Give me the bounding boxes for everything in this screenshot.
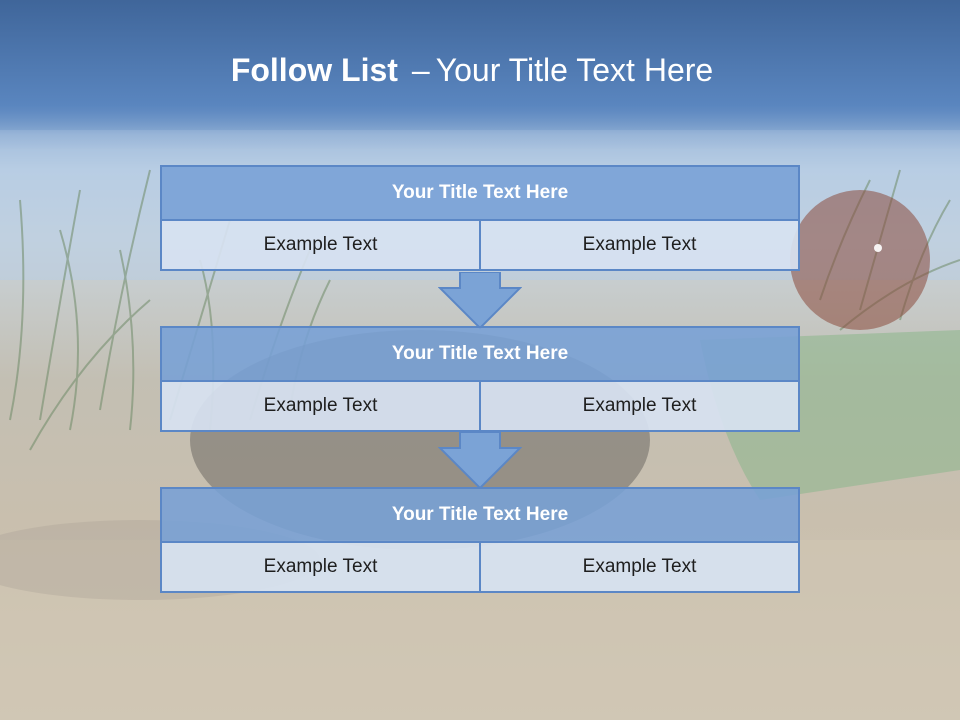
down-arrow-icon <box>438 432 522 490</box>
header-band <box>0 0 960 150</box>
block-title: Your Title Text Here <box>160 487 800 543</box>
block-row: Example Text Example Text <box>160 543 800 593</box>
block-cell-right: Example Text <box>481 382 800 432</box>
block-cell-left: Example Text <box>160 221 481 271</box>
down-arrow-icon <box>438 272 522 330</box>
list-block-1: Your Title Text Here Example Text Exampl… <box>160 165 800 271</box>
block-row: Example Text Example Text <box>160 382 800 432</box>
block-cell-left: Example Text <box>160 543 481 593</box>
block-title: Your Title Text Here <box>160 165 800 221</box>
slide-title-separator: – <box>411 52 430 88</box>
slide-title-bold: Follow List <box>230 52 398 88</box>
slide-title: Follow List–Your Title Text Here <box>0 52 944 89</box>
block-title: Your Title Text Here <box>160 326 800 382</box>
block-row: Example Text Example Text <box>160 221 800 271</box>
slide-title-rest: Your Title Text Here <box>435 52 714 88</box>
block-cell-right: Example Text <box>481 221 800 271</box>
block-cell-right: Example Text <box>481 543 800 593</box>
list-block-3: Your Title Text Here Example Text Exampl… <box>160 487 800 593</box>
list-block-2: Your Title Text Here Example Text Exampl… <box>160 326 800 432</box>
block-cell-left: Example Text <box>160 382 481 432</box>
